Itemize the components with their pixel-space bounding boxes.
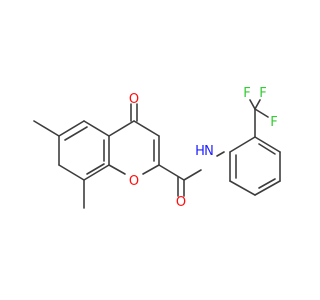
bond [133,120,160,137]
bond [183,169,202,181]
fluorine-label: F [270,115,277,130]
bond [83,164,110,181]
bond [108,120,135,137]
cf3-bond [249,99,256,110]
cf3-bond [254,99,261,110]
bond [58,164,85,181]
molecule-diagram: O O O N H F F F [33,86,281,210]
bond [216,151,225,157]
methyl-bond [33,120,60,137]
bond [142,164,160,175]
bond-lines [33,99,281,209]
bond [108,164,126,175]
bond-double [258,178,276,189]
amide-nitrogen-label: N [204,144,214,159]
bond [254,136,281,153]
atom-labels: O O O N H F F F [129,86,278,210]
amide-oxygen-label: O [176,195,186,210]
bond-double [86,163,105,175]
bond [229,180,256,196]
fluorine-label: F [259,86,266,101]
fluorine-label: F [243,86,250,101]
bond [158,164,185,181]
bond-double [64,126,88,141]
ketone-oxygen-label: O [129,92,139,107]
bond-double [258,143,276,155]
cf3-bond [254,108,269,118]
ring-oxygen-label: O [129,174,139,189]
bond [83,120,110,137]
bond [229,136,256,153]
bond [58,120,85,137]
bond [254,180,281,196]
amide-hydrogen-label: H [195,144,205,159]
structure-drawing: O O O N H F F F [33,86,281,210]
